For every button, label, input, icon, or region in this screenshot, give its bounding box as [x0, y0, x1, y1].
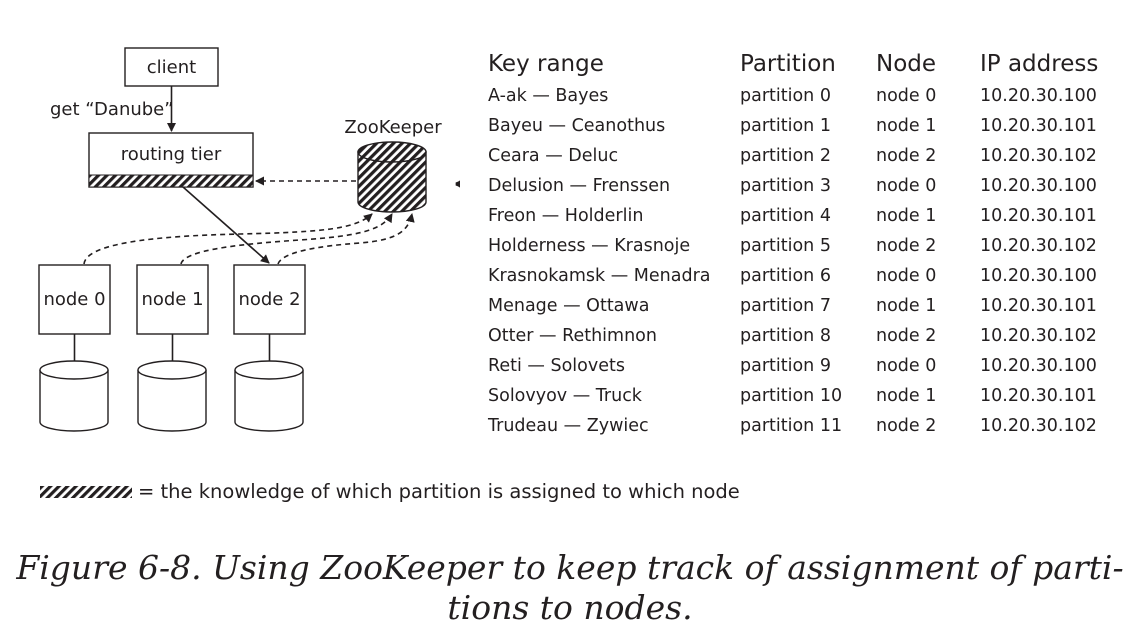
node0-to-zookeeper-arrow	[83, 213, 373, 265]
cell-key-range: Otter — Rethimnon	[488, 326, 657, 346]
cell-key-range: Solovyov — Truck	[488, 386, 642, 406]
cell-node: node 1	[876, 206, 937, 226]
cell-node: node 0	[876, 176, 937, 196]
zookeeper-cylinder-icon	[357, 141, 427, 213]
cell-node: node 1	[876, 116, 937, 136]
cell-key-range: Krasnokamsk — Menadra	[488, 266, 711, 286]
routing-to-node2-arrow	[182, 186, 270, 264]
cell-partition: partition 9	[740, 356, 831, 376]
cell-partition: partition 2	[740, 146, 831, 166]
cell-ip-address: 10.20.30.100	[980, 356, 1097, 376]
cell-partition: partition 11	[740, 416, 843, 436]
legend-text: = the knowledge of which partition is as…	[138, 480, 740, 503]
node-2-disk-icon	[234, 360, 304, 432]
node-1-box	[136, 264, 209, 335]
cell-ip-address: 10.20.30.102	[980, 236, 1097, 256]
cell-node: node 0	[876, 86, 937, 106]
partition-routing-diagram: client get “Danube” routing tier ZooKeep…	[38, 47, 460, 432]
node-1-label: node 1	[141, 289, 203, 310]
cell-ip-address: 10.20.30.101	[980, 386, 1097, 406]
cell-key-range: Freon — Holderlin	[488, 206, 644, 226]
cell-ip-address: 10.20.30.100	[980, 176, 1097, 196]
client-label: client	[147, 57, 196, 78]
cell-node: node 2	[876, 146, 937, 166]
cell-ip-address: 10.20.30.101	[980, 116, 1097, 136]
cell-node: node 0	[876, 266, 937, 286]
header-partition: Partition	[740, 51, 836, 77]
cell-node: node 2	[876, 416, 937, 436]
cell-ip-address: 10.20.30.102	[980, 146, 1097, 166]
cell-key-range: A-ak — Bayes	[488, 86, 609, 106]
cell-key-range: Menage — Ottawa	[488, 296, 650, 316]
zookeeper-label: ZooKeeper	[344, 117, 442, 138]
figure-caption: Figure 6-8. Using ZooKeeper to keep trac…	[0, 548, 1140, 628]
routing-tier-knowledge-hatch	[88, 174, 254, 188]
cell-ip-address: 10.20.30.102	[980, 326, 1097, 346]
node1-to-zookeeper-arrow	[180, 213, 393, 265]
cell-partition: partition 0	[740, 86, 831, 106]
cell-key-range: Ceara — Deluc	[488, 146, 619, 166]
cell-key-range: Bayeu — Ceanothus	[488, 116, 666, 136]
legend: = the knowledge of which partition is as…	[40, 480, 740, 503]
cell-partition: partition 1	[740, 116, 831, 136]
cell-node: node 2	[876, 236, 937, 256]
cell-key-range: Reti — Solovets	[488, 356, 625, 376]
node2-to-zookeeper-arrow	[277, 213, 415, 265]
hatch-swatch-icon	[40, 485, 132, 498]
routing-tier-label: routing tier	[121, 144, 222, 165]
cell-partition: partition 3	[740, 176, 831, 196]
cell-key-range: Delusion — Frenssen	[488, 176, 671, 196]
node-0-label: node 0	[43, 289, 105, 310]
caption-line-1: Figure 6-8. Using ZooKeeper to keep trac…	[16, 548, 1124, 587]
node-2-box	[233, 264, 306, 335]
request-label: get “Danube”	[50, 99, 174, 120]
cell-ip-address: 10.20.30.101	[980, 206, 1097, 226]
node-0-box	[38, 264, 111, 335]
node-2-label: node 2	[238, 289, 300, 310]
cell-ip-address: 10.20.30.102	[980, 416, 1097, 436]
header-node: Node	[876, 51, 937, 77]
cell-ip-address: 10.20.30.100	[980, 86, 1097, 106]
cell-partition: partition 5	[740, 236, 831, 256]
node-0-disk-icon	[39, 360, 109, 432]
cell-node: node 1	[876, 296, 937, 316]
header-ip-address: IP address	[980, 51, 1099, 77]
cell-partition: partition 8	[740, 326, 831, 346]
cell-partition: partition 6	[740, 266, 831, 286]
cell-partition: partition 7	[740, 296, 831, 316]
cell-partition: partition 10	[740, 386, 843, 406]
header-key-range: Key range	[488, 51, 604, 77]
client-box	[124, 47, 219, 87]
cell-ip-address: 10.20.30.101	[980, 296, 1097, 316]
cell-partition: partition 4	[740, 206, 831, 226]
cell-node: node 0	[876, 356, 937, 376]
cell-key-range: Holderness — Krasnoje	[488, 236, 691, 256]
cell-node: node 1	[876, 386, 937, 406]
table-curly-brace	[455, 180, 460, 188]
caption-line-2: tions to nodes.	[447, 588, 693, 627]
cell-key-range: Trudeau — Zywiec	[488, 416, 649, 436]
cell-node: node 2	[876, 326, 937, 346]
cell-ip-address: 10.20.30.100	[980, 266, 1097, 286]
node-1-disk-icon	[137, 360, 207, 432]
